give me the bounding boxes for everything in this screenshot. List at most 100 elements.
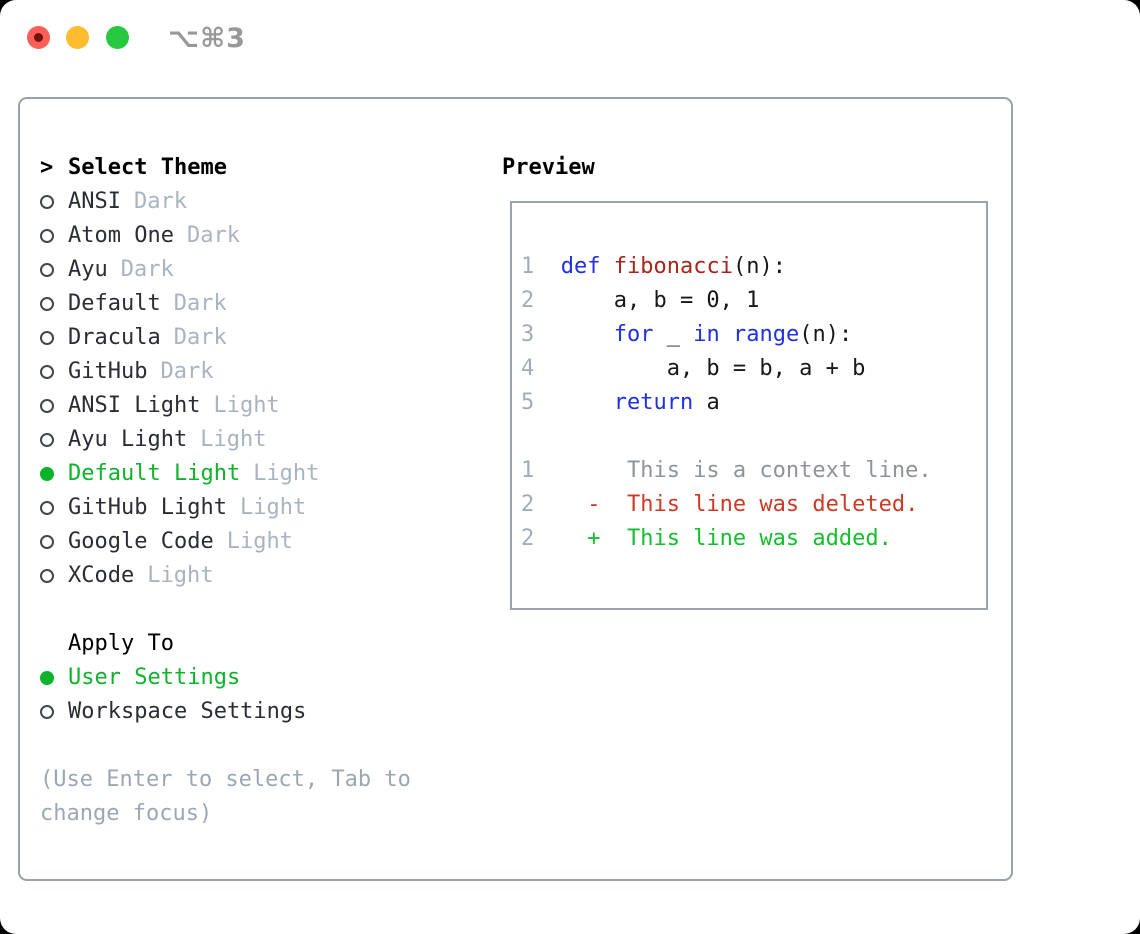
spacer: [40, 593, 480, 627]
theme-variant: Light: [147, 563, 214, 588]
code-token-ctx: This is a context line.: [534, 458, 932, 483]
code-token-pl: (n):: [732, 254, 786, 279]
theme-name: Dracula: [68, 325, 161, 350]
theme-option-github[interactable]: GitHub Dark: [40, 355, 480, 389]
theme-option-ansi[interactable]: ANSI Dark: [40, 185, 480, 219]
code-token-num: 2: [521, 492, 535, 517]
theme-variant: Light: [239, 495, 307, 520]
code-line: 2 + This line was added.: [521, 522, 932, 556]
theme-name: Ayu: [68, 257, 108, 282]
code-line: 2 a, b = 0, 1: [521, 284, 932, 318]
code-token-pl: [720, 322, 733, 347]
radio-selected-icon: [40, 467, 54, 481]
radio-icon: [40, 569, 54, 583]
code-line: 3 for _ in range(n):: [521, 318, 932, 352]
preview-box: [510, 201, 988, 610]
theme-option-default[interactable]: Default Dark: [40, 287, 480, 321]
code-line: 5 return a: [521, 386, 932, 420]
focus-caret: >: [40, 155, 54, 180]
code-token-num: 2: [521, 526, 535, 551]
hint-text: (Use Enter to select, Tab to change focu…: [40, 767, 425, 826]
apply-option-user-settings[interactable]: User Settings: [40, 661, 480, 695]
radio-icon: [40, 535, 54, 549]
code-token-pl: [601, 254, 614, 279]
code-token-num: 4: [521, 356, 535, 381]
radio-icon: [40, 399, 54, 413]
theme-variant: Light: [213, 393, 280, 418]
minimize-button[interactable]: [66, 26, 89, 49]
radio-icon: [40, 433, 54, 447]
titlebar: ⌥⌘3: [0, 0, 1140, 80]
code-token-pl: [534, 322, 613, 347]
code-line: [521, 420, 932, 454]
code-line: 1 This is a context line.: [521, 454, 932, 488]
theme-variant: Dark: [173, 291, 227, 316]
code-token-kw: for: [613, 322, 654, 347]
theme-option-dracula[interactable]: Dracula Dark: [40, 321, 480, 355]
radio-icon: [40, 195, 54, 209]
code-token-del: - This line was deleted.: [534, 492, 919, 517]
radio-icon: [40, 229, 54, 243]
code-token-num: 1: [521, 254, 535, 279]
theme-option-ayu[interactable]: Ayu Dark: [40, 253, 480, 287]
code-token-kw: range: [732, 322, 800, 347]
radio-icon: [40, 297, 54, 311]
close-button[interactable]: [27, 26, 50, 49]
theme-name: ANSI: [68, 189, 121, 214]
preview-heading: Preview: [502, 155, 595, 180]
code-token-pl: [534, 254, 561, 279]
spacer: [40, 729, 480, 763]
maximize-button[interactable]: [106, 26, 129, 49]
code-line: 1 def fibonacci(n):: [521, 250, 932, 284]
radio-icon: [40, 365, 54, 379]
theme-variant: Dark: [133, 189, 187, 214]
code-token-kw: def: [560, 254, 601, 279]
theme-variant: Light: [226, 529, 293, 554]
radio-icon: [40, 263, 54, 277]
select-theme-heading: >Select Theme: [40, 151, 480, 185]
apply-option-workspace-settings[interactable]: Workspace Settings: [40, 695, 480, 729]
code-line: 4 a, b = b, a + b: [521, 352, 932, 386]
theme-option-ayu-light[interactable]: Ayu Light Light: [40, 423, 480, 457]
window-shortcut-label: ⌥⌘3: [168, 23, 246, 54]
theme-option-google-code[interactable]: Google Code Light: [40, 525, 480, 559]
code-token-pl: a: [693, 390, 720, 415]
theme-name: Google Code: [68, 529, 214, 554]
close-dot-icon: [34, 33, 43, 42]
apply-option-label: User Settings: [68, 665, 241, 690]
code-token-pl: (n):: [799, 322, 853, 347]
code-token-num: 3: [521, 322, 535, 347]
code-token-num: 1: [521, 458, 535, 483]
apply-option-label: Workspace Settings: [68, 699, 307, 724]
code-token-pl: a, b = b, a + b: [534, 356, 866, 381]
code-token-kw: return: [613, 390, 694, 415]
theme-variant: Dark: [173, 325, 227, 350]
theme-name: Default Light: [68, 461, 241, 486]
code-token-num: 5: [521, 390, 535, 415]
theme-name: GitHub: [68, 359, 148, 384]
theme-variant: Dark: [186, 223, 240, 248]
theme-variant: Light: [200, 427, 267, 452]
code-line: 2 - This line was deleted.: [521, 488, 932, 522]
theme-name: Default: [68, 291, 161, 316]
theme-variant: Dark: [120, 257, 174, 282]
theme-option-atom-one[interactable]: Atom One Dark: [40, 219, 480, 253]
code-token-fn: fibonacci: [613, 254, 733, 279]
code-token-kw: in: [693, 322, 720, 347]
theme-variant: Dark: [160, 359, 214, 384]
theme-name: Ayu Light: [68, 427, 188, 452]
code-token-pl: _: [653, 322, 694, 347]
theme-name: Atom One: [68, 223, 174, 248]
apply-to-heading: Apply To: [68, 631, 174, 656]
code-token-pl: [534, 390, 613, 415]
radio-icon: [40, 705, 54, 719]
